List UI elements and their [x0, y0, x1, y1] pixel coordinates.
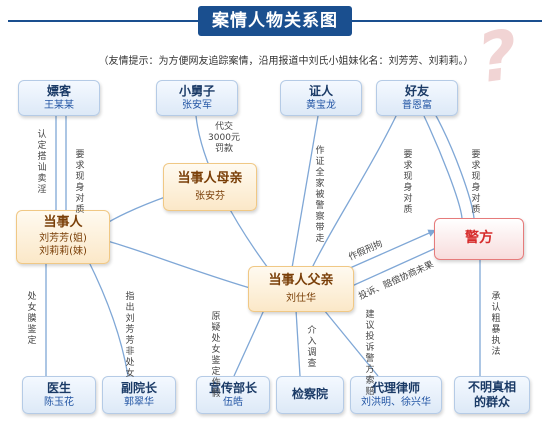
node-vice-dean-sub: 郭翠华	[124, 397, 154, 408]
node-client: 嫖客 王某某	[18, 80, 100, 116]
node-party-name: 当事人	[43, 215, 83, 230]
edge-friend-father	[311, 111, 399, 269]
title-rule-right	[352, 20, 542, 22]
edge-witness-father	[291, 115, 319, 269]
label-police-public: 承认粗暴执法	[491, 292, 501, 357]
label-friend-police: 要求现身对质	[471, 150, 481, 215]
node-propaganda-sub: 伍皓	[223, 397, 243, 408]
node-lawyer-sub: 刘洪明、徐兴华	[361, 397, 431, 408]
node-police: 警方	[434, 218, 524, 260]
edge-father-propaganda	[233, 309, 265, 377]
node-party: 当事人 刘芳芳(姐) 刘莉莉(妹)	[16, 210, 110, 264]
edge-friend-police-2	[433, 111, 475, 219]
edge-police-father	[351, 247, 437, 287]
node-public-name2: 的群众	[473, 395, 510, 409]
edge-party-vicedean	[87, 259, 129, 377]
node-witness-sub: 黄宝龙	[306, 100, 336, 111]
label-uncle-father: 代交 3000元 罚款	[208, 122, 240, 154]
label-lawyer: 建议投诉警方索赔	[365, 310, 375, 397]
node-vice-dean: 副院长 郭翠华	[102, 376, 176, 414]
label-witness-father: 作证全家被警察带走	[315, 146, 325, 244]
edge-mother-party	[101, 195, 169, 227]
edge-father-procuratorate	[295, 309, 301, 377]
node-lawyer-name: 代理律师	[371, 381, 420, 395]
label-party-doctor: 处女膜鉴定	[27, 292, 37, 346]
node-client-name: 嫖客	[46, 84, 71, 98]
edge-father-lawyer	[323, 309, 379, 377]
node-father-sub: 刘仕华	[286, 293, 316, 304]
node-party-sub2: 刘莉莉(妹)	[39, 246, 87, 257]
label-client-party-2: 要求现身对质	[75, 150, 85, 215]
edge-father-police	[349, 229, 437, 269]
label-party-vicedean: 指出刘芳芳非处女	[125, 292, 135, 379]
node-friend: 好友 普恩富	[376, 80, 458, 116]
node-uncle-sub: 张安军	[182, 100, 212, 111]
label-propaganda: 原疑处女鉴定作假	[211, 312, 221, 399]
node-doctor-sub: 陈玉花	[44, 397, 74, 408]
node-uncle: 小舅子 张安军	[156, 80, 238, 116]
label-friend-father: 要求现身对质	[403, 150, 413, 215]
notice-text: （友情提示：为方便网友追踪案情，沿用报道中刘氏小姐妹化名：刘芳芳、刘莉莉。）	[98, 56, 474, 67]
node-friend-sub: 普恩富	[402, 100, 432, 111]
node-father-name: 当事人父亲	[268, 273, 334, 288]
node-public: 不明真相 的群众	[454, 376, 530, 414]
node-procuratorate: 检察院	[276, 376, 344, 414]
node-witness-name: 证人	[308, 84, 333, 98]
node-client-sub: 王某某	[44, 100, 74, 111]
node-mother: 当事人母亲 张安芬	[163, 163, 257, 211]
edge-father-party	[103, 239, 251, 289]
node-propaganda: 宣传部长 伍皓	[196, 376, 270, 414]
node-uncle-name: 小舅子	[178, 84, 215, 98]
page-title: 案情人物关系图	[198, 6, 352, 36]
label-client-party-1: 认定搭讪卖淫	[37, 130, 47, 195]
node-doctor-name: 医生	[46, 381, 71, 395]
node-mother-sub: 张安芬	[195, 191, 225, 202]
node-friend-name: 好友	[404, 84, 429, 98]
node-public-name1: 不明真相	[467, 380, 516, 394]
node-witness: 证人 黄宝龙	[280, 80, 362, 116]
node-procuratorate-name: 检察院	[291, 387, 328, 401]
node-lawyer: 代理律师 刘洪明、徐兴华	[350, 376, 442, 414]
node-police-name: 警方	[465, 230, 493, 246]
node-vice-dean-name: 副院长	[120, 381, 157, 395]
edge-friend-police	[423, 115, 463, 219]
title-rule-left	[8, 20, 198, 22]
node-doctor: 医生 陈玉花	[22, 376, 96, 414]
node-father: 当事人父亲 刘仕华	[248, 266, 354, 312]
label-procuratorate: 介入调查	[307, 326, 317, 369]
node-propaganda-name: 宣传部长	[208, 381, 257, 395]
node-mother-name: 当事人母亲	[177, 171, 243, 186]
node-party-sub1: 刘芳芳(姐)	[39, 233, 87, 244]
